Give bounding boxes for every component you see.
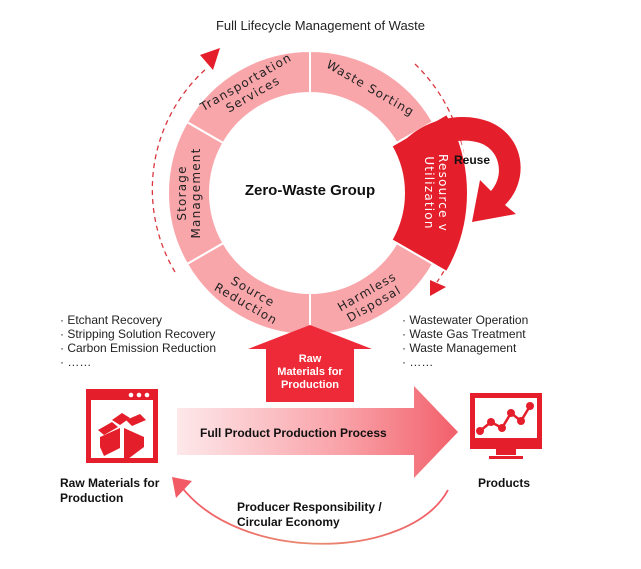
raw-materials-arrow-label: Raw Materials for Production [268, 353, 352, 392]
center-label: Zero-Waste Group [244, 182, 376, 199]
caption-line: Producer Responsibility / [237, 500, 382, 514]
products-caption: Products [478, 476, 531, 490]
left-arc-arrowhead [200, 48, 220, 70]
raw-arrow-line: Raw [298, 353, 322, 365]
list-item: Waste Gas Treatment [402, 327, 528, 341]
ring-segment-label-line: Storage [175, 165, 189, 220]
list-item: Etchant Recovery [60, 313, 216, 327]
left-dashed-arc [151, 67, 208, 273]
list-item: Stripping Solution Recovery [60, 327, 216, 341]
raw-arrow-line: Materials for [277, 366, 343, 378]
production-process-arrow [177, 386, 458, 478]
list-item: Carbon Emission Reduction [60, 341, 216, 355]
raw-materials-caption: Raw Materials for Production [60, 476, 159, 506]
ring-segment-label-resource-utilization: Resource vUtilization [422, 154, 450, 232]
list-item: Waste Management [402, 341, 528, 355]
ring-segment-label-storage-management: StorageManagement [175, 147, 203, 238]
list-item: …… [402, 355, 528, 369]
circular-return-arrowhead [172, 477, 192, 498]
caption-line: Raw Materials for [60, 476, 160, 490]
reuse-arrow [400, 116, 521, 222]
list-item: Wastewater Operation [402, 313, 528, 327]
open-box-window-icon [86, 389, 158, 463]
list-item: …… [60, 355, 216, 369]
ring-segment-transportation-services [185, 49, 311, 145]
ring-segment-label-line: Management [189, 147, 203, 238]
left-bullet-list: Etchant Recovery Stripping Solution Reco… [60, 313, 216, 369]
reuse-label: Reuse [454, 153, 491, 167]
caption-line: Circular Economy [237, 515, 340, 529]
right-bullet-list: Wastewater Operation Waste Gas Treatment… [402, 313, 528, 369]
ring-segment-label-line: Utilization [422, 156, 436, 229]
circular-return-arc [179, 484, 449, 545]
right-arc-arrowhead [430, 280, 446, 296]
raw-materials-up-arrow [248, 325, 372, 402]
diagram-title: Full Lifecycle Management of Waste [215, 18, 426, 33]
caption-line: Production [60, 491, 124, 505]
monitor-line-chart-icon [470, 393, 542, 459]
production-process-label: Full Product Production Process [200, 426, 387, 440]
raw-arrow-line: Production [280, 379, 340, 391]
ring-segment-label-line: Resource v [436, 154, 450, 232]
circular-economy-caption: Producer Responsibility / Circular Econo… [237, 500, 382, 530]
